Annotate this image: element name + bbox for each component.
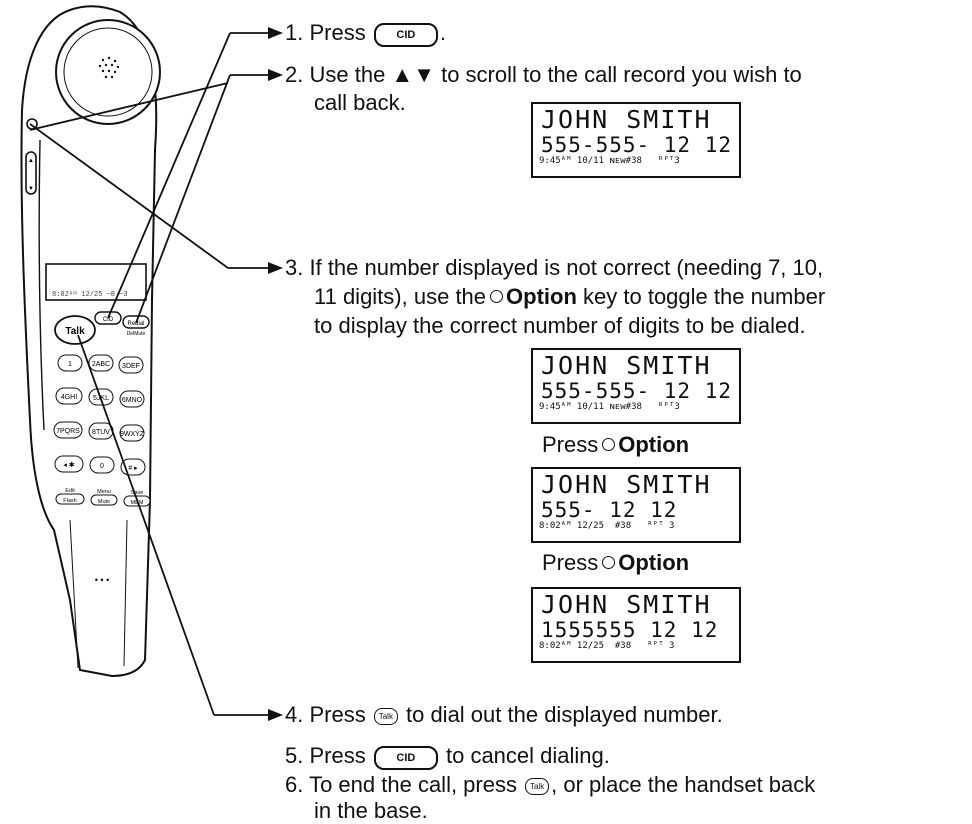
step-number: 4.: [285, 702, 304, 727]
step-4: 4. Press Talk to dial out the displayed …: [285, 702, 723, 727]
caller-id-display-1: JOHN SMITH 555-555- 12 12 9:45ᴬᴹ 10/11 ɴ…: [531, 102, 741, 178]
option-key-icon: [602, 556, 616, 569]
svg-text:3DEF: 3DEF: [122, 363, 140, 370]
earpiece: [55, 19, 161, 125]
cid-button-icon: CID: [373, 23, 438, 47]
step-number: 2.: [285, 62, 304, 87]
step-6: 6. To end the call, press Talk, or place…: [285, 772, 816, 823]
keypad: 1 2ABC 3DEF 4GHI 5JKL 6MNO 7PQRS 8TUV 9W…: [53, 354, 146, 476]
step-5: 5. Press CID to cancel dialing.: [285, 743, 610, 770]
svg-text:Flash: Flash: [63, 498, 76, 504]
display-name: JOHN SMITH: [541, 590, 712, 619]
caller-id-display-3: JOHN SMITH 555- 12 12 8:02ᴬᴹ 12/25 #38 ᴿ…: [531, 467, 741, 543]
svg-text:1: 1: [68, 361, 72, 368]
volume-side-button: [25, 151, 37, 195]
step-number: 5.: [285, 743, 304, 768]
svg-text:9WXYZ: 9WXYZ: [120, 431, 145, 438]
svg-text:Edit: Edit: [65, 488, 75, 494]
microphone: • • •: [95, 575, 109, 585]
svg-text:Mute: Mute: [98, 499, 110, 505]
caller-id-display-2: JOHN SMITH 555-555- 12 12 9:45ᴬᴹ 10/11 ɴ…: [531, 348, 741, 424]
callout-lines: [29, 32, 273, 716]
step-2-line-2: call back.: [314, 90, 406, 115]
step-3-line-1: If the number displayed is not correct (…: [309, 255, 824, 280]
handset-screen-text: 8:02ᵃᵐ 12/25 ─8 ─3: [52, 291, 128, 299]
display-name: JOHN SMITH: [541, 351, 712, 380]
talk-key: [54, 315, 96, 345]
svg-text:Redial: Redial: [127, 321, 144, 327]
display-number: 555- 12 12: [541, 498, 678, 522]
svg-text:▲: ▲: [28, 158, 34, 164]
display-number: 555-555- 12 12: [541, 379, 733, 403]
svg-text:Save: Save: [131, 490, 144, 496]
display-number: 1555555 12 12: [541, 618, 719, 642]
speaker-holes: [98, 56, 120, 79]
display-status: 9:45ᴬᴹ 10/11 ɴᴇᴡ#38 ᴿᴾᵀ3: [539, 156, 680, 166]
svg-text:4GHI: 4GHI: [61, 394, 77, 401]
display-name: JOHN SMITH: [541, 105, 712, 134]
caller-id-display-4: JOHN SMITH 1555555 12 12 8:02ᴬᴹ 12/25 #3…: [531, 587, 741, 663]
step-3-line-3: to display the correct number of digits …: [314, 313, 806, 338]
option-key-icon: [490, 290, 504, 303]
cid-button-icon: CID: [373, 746, 438, 770]
svg-text:0: 0: [100, 463, 104, 470]
talk-button-icon: Talk: [373, 708, 398, 725]
step-2: 2. Use the ▲▼ to scroll to the call reco…: [285, 61, 802, 89]
step-number: 6.: [285, 772, 304, 797]
step-1: 1. Press CID.: [285, 20, 446, 47]
svg-text:8TUV: 8TUV: [92, 429, 110, 436]
step-2-line-1: Use the ▲▼ to scroll to the call record …: [309, 62, 802, 87]
svg-text:Menu: Menu: [97, 489, 111, 495]
option-key-icon: [602, 438, 616, 451]
handset-illustration: ▲ ▼ 8:02ᵃᵐ 12/25 ─8 ─3 Talk CID Redial D…: [20, 5, 283, 721]
svg-text:2ABC: 2ABC: [92, 361, 110, 368]
display-status: 9:45ᴬᴹ 10/11 ɴᴇᴡ#38 ᴿᴾᵀ3: [539, 402, 680, 412]
display-status: 8:02ᴬᴹ 12/25 #38 ᴿᴾᵀ 3: [539, 641, 675, 651]
svg-text:Talk: Talk: [65, 326, 85, 337]
step-number: 3.: [285, 255, 304, 280]
svg-text:CID: CID: [103, 317, 114, 323]
svg-text:6MNO: 6MNO: [122, 397, 143, 404]
step-3: 3. If the number displayed is not correc…: [285, 254, 823, 282]
display-status: 8:02ᴬᴹ 12/25 #38 ᴿᴾᵀ 3: [539, 521, 675, 531]
svg-text:# ▸: # ▸: [128, 465, 138, 472]
svg-text:◂ ✱: ◂ ✱: [63, 461, 74, 469]
step-number: 1.: [285, 20, 304, 45]
svg-text:DelMute: DelMute: [127, 331, 146, 337]
talk-button-icon: Talk: [525, 778, 550, 795]
display-name: JOHN SMITH: [541, 470, 712, 499]
arrowheads: [268, 27, 283, 721]
step-6-line-2: in the base.: [314, 798, 428, 823]
svg-text:▼: ▼: [28, 186, 34, 192]
display-number: 555-555- 12 12: [541, 133, 733, 157]
svg-text:7PQRS: 7PQRS: [56, 428, 80, 435]
